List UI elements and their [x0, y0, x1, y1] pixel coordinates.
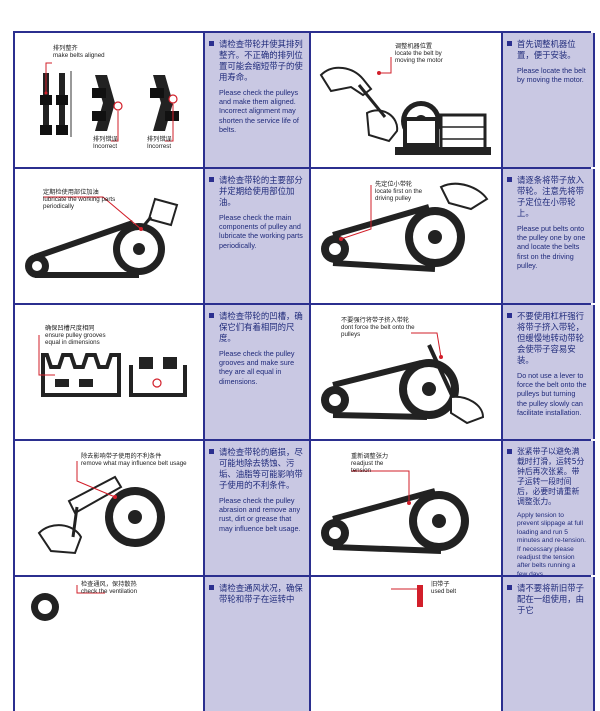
text-panel: 首先调整机器位置，便于安装。 Please locate the belt by…	[501, 33, 595, 167]
instruction-cn: 请检查带轮的磨损，尽可能地除去锈蚀、污垢、油脂等可能影响带子使用的不利条件。	[219, 447, 303, 490]
no-lever-drawing	[321, 332, 485, 425]
instruction-grid: 排列整齐 make belts aligned 排列错误 Incorrect 排…	[13, 31, 595, 711]
instruction-row: 除去影响带子使用的不利条件 remove what may influence …	[13, 441, 595, 577]
instruction-en: Please check the pulley abrasion and rem…	[219, 496, 301, 533]
illustration-remove-dirt: 除去影响带子使用的不利条件 remove what may influence …	[13, 441, 203, 575]
instruction-en: Please put belts onto the pulley one by …	[517, 224, 586, 270]
bullet-square-icon	[507, 585, 512, 590]
label-lubricate: 定期检使用部位加油 lubricate the working parts pe…	[43, 189, 116, 210]
instruction-en: Please check the main components of pull…	[219, 213, 303, 250]
alignment-drawing	[40, 62, 179, 142]
instruction-cn: 请检查带轮的主要部分并定期给使用部位加油。	[219, 175, 303, 207]
illustration-used-belt: 旧带子 used belt	[309, 577, 501, 711]
instruction-cn: 请逐条将带子放入带轮。注意先将带子定位在小带轮上。	[517, 175, 584, 218]
bullet-square-icon	[507, 449, 512, 454]
instruction-row: 定期检使用部位加油 lubricate the working parts pe…	[13, 169, 595, 305]
bullet-square-icon	[507, 177, 512, 182]
motor-drawing	[319, 57, 491, 155]
label-grooves: 确保凹槽尺度相同 ensure pulley grooves equal in …	[45, 325, 106, 346]
text-panel: 请逐条将带子放入带轮。注意先将带子定位在小带轮上。 Please put bel…	[501, 169, 595, 303]
illustration-driving-pulley: 先定位小带轮 locate first on the driving pulle…	[309, 169, 501, 303]
label-driving-pulley: 先定位小带轮 locate first on the driving pulle…	[375, 181, 423, 202]
bullet-square-icon	[209, 313, 214, 318]
text-panel: 请检查带轮的磨损，尽可能地除去锈蚀、污垢、油脂等可能影响带子使用的不利条件。 P…	[203, 441, 309, 575]
label-ventilation: 检查通风，保持散热 check the ventilation	[81, 581, 138, 595]
text-panel: 请检查带轮并使其排列整齐。不正确的排列位置可能会缩短带子的使用寿命。 Pleas…	[203, 33, 309, 167]
grooves-drawing	[38, 335, 187, 397]
illustration-tension: 重新调整张力 readjust the tension	[309, 441, 501, 575]
instruction-en: Apply tension to prevent slippage at ful…	[517, 512, 586, 575]
text-panel: 张紧带子以避免满载时打滑，运转5分钟后再次张紧。带子运转一段时间后，必要时请重新…	[501, 441, 595, 575]
ventilation-drawing	[31, 585, 105, 621]
label-remove-dirt: 除去影响带子使用的不利条件 remove what may influence …	[81, 453, 187, 467]
instruction-en: Please check the pulley grooves and make…	[219, 349, 295, 386]
bullet-square-icon	[507, 313, 512, 318]
text-panel: 请检查通风状况，确保带轮和带子在运转中	[203, 577, 309, 711]
label-used-belt: 旧带子 used belt	[431, 581, 457, 595]
instruction-cn: 张紧带子以避免满载时打滑，运转5分钟后再次张紧。带子运转一段时间后，必要时请重新…	[517, 447, 585, 506]
label-motor: 调整机器位置 locate the belt by moving the mot…	[395, 43, 443, 64]
instruction-row: 排列整齐 make belts aligned 排列错误 Incorrect 排…	[13, 31, 595, 169]
text-panel: 不要使用杠杆强行将带子挤入带轮，但缓慢地转动带轮会使带子容易安装。 Do not…	[501, 305, 595, 439]
illustration-motor-position: 调整机器位置 locate the belt by moving the mot…	[309, 33, 501, 167]
illustration-no-lever: 不要强行将带子挤入带轮 dont force the belt onto the…	[309, 305, 501, 439]
tension-drawing	[321, 470, 469, 554]
instruction-cn: 请检查带轮的凹槽，确保它们有着相同的尺度。	[219, 311, 303, 343]
illustration-grooves: 确保凹槽尺度相同 ensure pulley grooves equal in …	[13, 305, 203, 439]
instruction-en: Please locate the belt by moving the mot…	[517, 66, 586, 85]
instruction-en: Please check the pulleys and make them a…	[219, 88, 299, 134]
label-aligned: 排列整齐 make belts aligned	[53, 45, 105, 59]
label-incorrect-2: 排列错误 Incorrest	[147, 136, 172, 150]
instruction-cn: 请检查带轮并使其排列整齐。不正确的排列位置可能会缩短带子的使用寿命。	[219, 39, 303, 82]
instruction-cn: 首先调整机器位置，便于安装。	[517, 39, 576, 60]
illustration-lubrication: 定期检使用部位加油 lubricate the working parts pe…	[13, 169, 203, 303]
instruction-en: Do not use a lever to force the belt ont…	[517, 371, 587, 417]
used-belt-drawing	[391, 585, 423, 607]
instruction-row: 确保凹槽尺度相同 ensure pulley grooves equal in …	[13, 305, 595, 441]
bullet-square-icon	[507, 41, 512, 46]
lubrication-drawing	[25, 196, 179, 278]
text-panel: 请不要将新旧带子配在一组使用，由于它	[501, 577, 595, 711]
bullet-square-icon	[209, 177, 214, 182]
text-panel: 请检查带轮的凹槽，确保它们有着相同的尺度。 Please check the p…	[203, 305, 309, 439]
text-panel: 请检查带轮的主要部分并定期给使用部位加油。 Please check the m…	[203, 169, 309, 303]
bullet-square-icon	[209, 41, 214, 46]
remove-dirt-drawing	[37, 461, 165, 555]
label-tension: 重新调整张力 readjust the tension	[351, 453, 389, 474]
label-incorrect-1: 排列错误 Incorrect	[93, 136, 118, 150]
instruction-row: 检查通风，保持散热 check the ventilation 请检查通风状况，…	[13, 577, 595, 711]
instruction-cn: 请检查通风状况，确保带轮和带子在运转中	[219, 583, 303, 604]
instruction-cn: 不要使用杠杆强行将带子挤入带轮，但缓慢地转动带轮会使带子容易安装。	[517, 311, 584, 365]
driving-pulley-drawing	[321, 182, 489, 272]
label-no-lever: 不要强行将带子挤入带轮 dont force the belt onto the…	[341, 317, 415, 338]
bullet-square-icon	[209, 449, 214, 454]
bullet-square-icon	[209, 585, 214, 590]
illustration-ventilation: 检查通风，保持散热 check the ventilation	[13, 577, 203, 711]
illustration-pulley-alignment: 排列整齐 make belts aligned 排列错误 Incorrect 排…	[13, 33, 203, 167]
